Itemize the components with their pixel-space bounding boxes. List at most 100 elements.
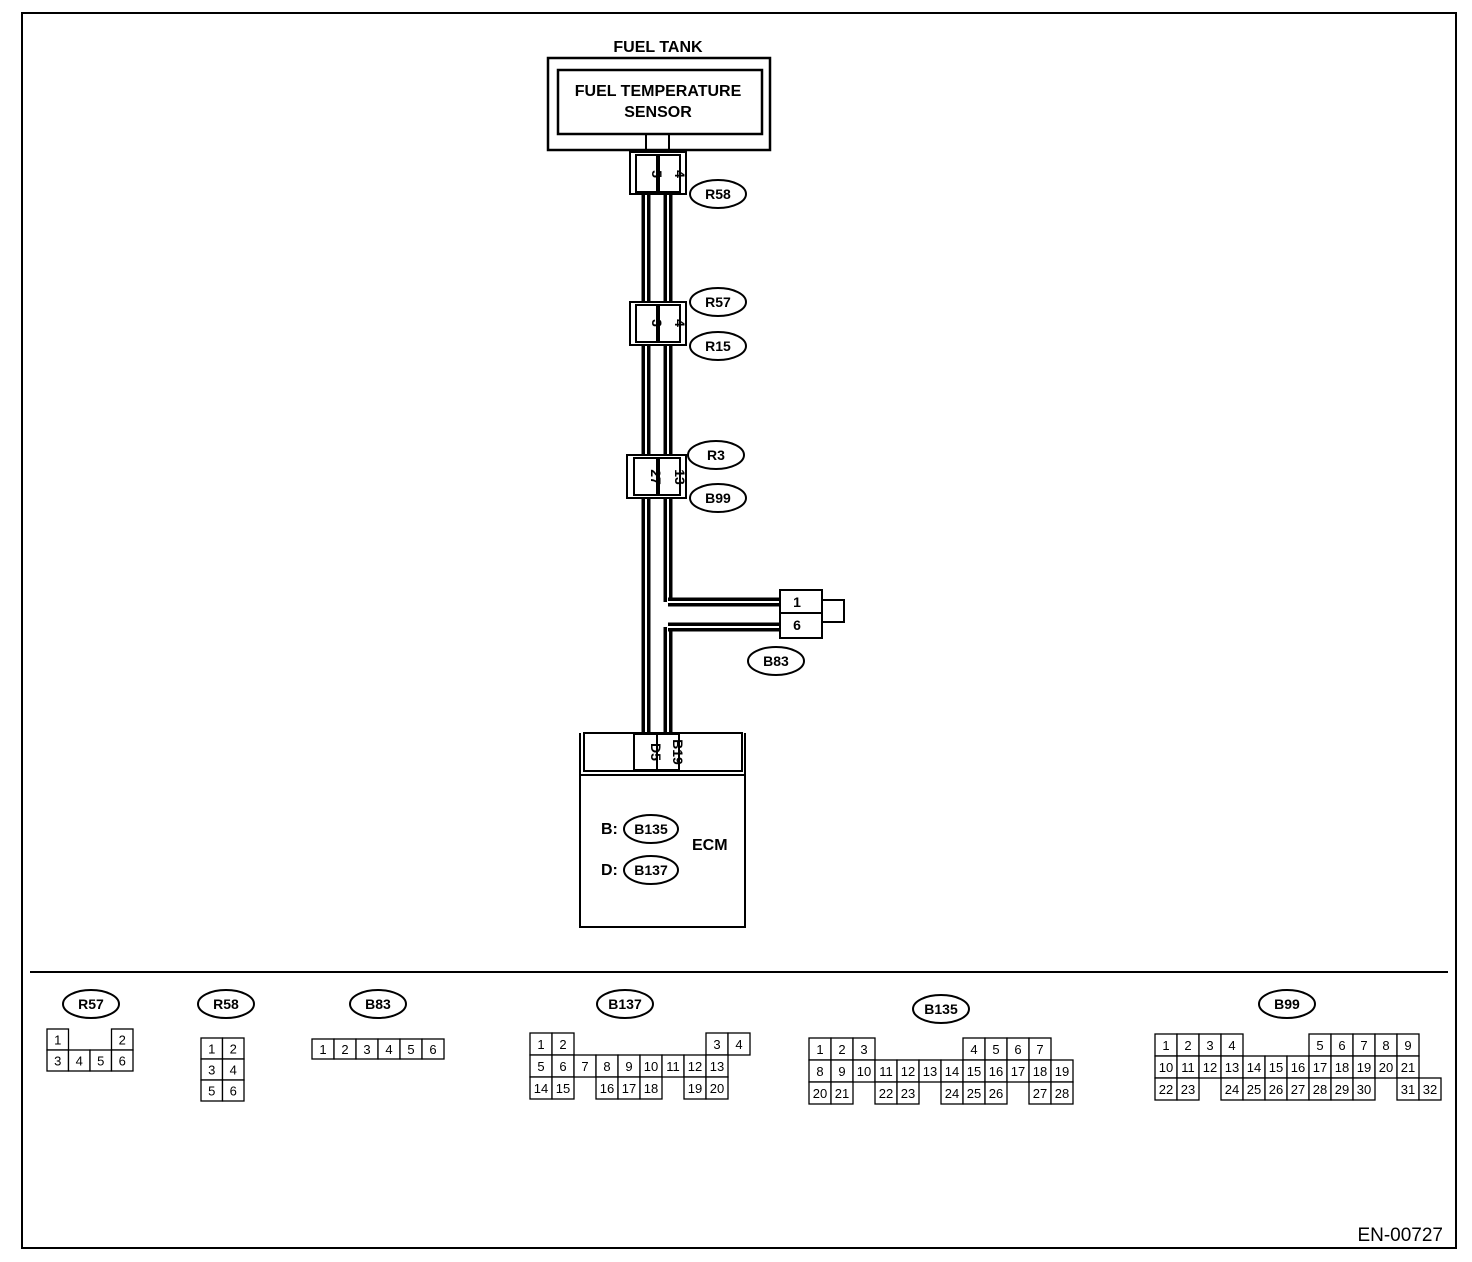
b83-pin-top: 1 [793, 594, 801, 610]
connector-pin-number: 7 [1036, 1042, 1043, 1057]
connector-pin-number: 14 [945, 1064, 959, 1079]
connector-pin-number: 11 [879, 1064, 893, 1079]
connector-pin-number: 16 [989, 1064, 1003, 1079]
connector-pin-number: 3 [54, 1054, 61, 1069]
connector-pin-number: 1 [1162, 1038, 1169, 1053]
connector-pin-number: 16 [1291, 1060, 1305, 1075]
connector-pin-number: 2 [838, 1042, 845, 1057]
connector-pin-number: 5 [407, 1042, 414, 1057]
connector-cell [1418, 1077, 1442, 1101]
connector-pin-number: 18 [644, 1081, 658, 1096]
connector-pin-number: 5 [992, 1042, 999, 1057]
connector-pin-number: 1 [816, 1042, 823, 1057]
connector-pin-number: 9 [625, 1059, 632, 1074]
connector-cell [639, 1076, 663, 1100]
connector-pin-number: 13 [710, 1059, 724, 1074]
connector-pin-number: 25 [1247, 1082, 1261, 1097]
connector-pin-number: 28 [1055, 1086, 1069, 1101]
connector-pin-number: 4 [230, 1063, 237, 1078]
connector-b83: 1 6 B83 [747, 589, 845, 676]
connector-pin-number: 22 [879, 1086, 893, 1101]
connector-pin-number: 26 [1269, 1082, 1283, 1097]
connector-cell [110, 1049, 134, 1072]
connector-pin-number: 16 [600, 1081, 614, 1096]
connector-pin-number: 1 [319, 1042, 326, 1057]
fuel-temperature-sensor-box [556, 68, 764, 136]
connector-pin-number: 17 [1313, 1060, 1327, 1075]
r58-pin-left: 5 [649, 170, 665, 178]
connector-pin-number: 5 [97, 1054, 104, 1069]
connector-pin-number: 13 [923, 1064, 937, 1079]
connector-pin-number: 5 [537, 1059, 544, 1074]
connector-pin-number: 14 [1247, 1060, 1261, 1075]
connector-r3-b99: 27 13 R3 B99 [626, 440, 747, 513]
r3-b99-pin-right: 13 [672, 469, 688, 485]
connector-pin-number: 1 [54, 1033, 61, 1048]
connector-pin-number: 3 [208, 1063, 215, 1078]
connector-pin-number: 17 [622, 1081, 636, 1096]
connector-pin-number: 3 [713, 1037, 720, 1052]
r3-b99-pin-left: 27 [648, 469, 664, 485]
ecm-unit: D5 B19 B: B135 D: B137 ECM [579, 732, 746, 928]
b99-id-bubble: B99 [705, 490, 731, 506]
connector-pin-number: 21 [835, 1086, 849, 1101]
connector-cell [705, 1076, 729, 1100]
connector-pin-number: 27 [1291, 1082, 1305, 1097]
connector-pin-number: 11 [1181, 1060, 1195, 1075]
connector-pin-number: 7 [581, 1059, 588, 1074]
connector-pin-number: 8 [1382, 1038, 1389, 1053]
connector-pin-number: 19 [1055, 1064, 1069, 1079]
connector-cell [1176, 1077, 1200, 1101]
connector-view-id: B99 [1274, 996, 1300, 1012]
connector-pin-number: 20 [710, 1081, 724, 1096]
connector-pin-number: 23 [1181, 1082, 1195, 1097]
connector-pin-number: 28 [1313, 1082, 1327, 1097]
connector-pin-number: 12 [1203, 1060, 1217, 1075]
connector-pin-number: 2 [1184, 1038, 1191, 1053]
connector-pin-number: 7 [1360, 1038, 1367, 1053]
connector-pin-number: 2 [230, 1042, 237, 1057]
connector-pin-number: 4 [76, 1054, 83, 1069]
connector-pin-number: 1 [208, 1042, 215, 1057]
connector-pin-number: 20 [813, 1086, 827, 1101]
fuel-tank-box [546, 56, 772, 152]
connector-pin-number: 32 [1423, 1082, 1437, 1097]
connector-pin-number: 24 [1225, 1082, 1239, 1097]
fuel-tank-label: FUEL TANK [613, 39, 703, 56]
connector-pin-number: 4 [385, 1042, 392, 1057]
ecm-b135-bubble: B135 [634, 821, 668, 837]
ecm-pin-d5: D5 [648, 743, 664, 761]
diagram-frame [21, 12, 1457, 1249]
ecm-pin-b19: B19 [670, 739, 686, 765]
connector-pin-number: 5 [1316, 1038, 1323, 1053]
connector-r58: 5 4 R58 [629, 151, 747, 209]
ecm-b137-bubble: B137 [634, 862, 668, 878]
connector-pin-number: 3 [363, 1042, 370, 1057]
connector-pin-number: 27 [1033, 1086, 1047, 1101]
connector-pin-number: 21 [1401, 1060, 1415, 1075]
r58-id-bubble: R58 [705, 186, 731, 202]
ecm-label: ECM [692, 837, 728, 854]
connector-pin-number: 17 [1011, 1064, 1025, 1079]
connector-pin-number: 3 [860, 1042, 867, 1057]
connector-r57-r15: 3 4 R57 R15 [629, 287, 747, 361]
connector-pin-number: 22 [1159, 1082, 1173, 1097]
connector-cell [221, 1079, 245, 1102]
connector-pin-number: 11 [666, 1059, 680, 1074]
connector-pin-number: 15 [967, 1064, 981, 1079]
connector-cell [896, 1081, 920, 1105]
ecm-row-d-prefix: D: [601, 862, 618, 879]
connector-pin-number: 26 [989, 1086, 1003, 1101]
connector-pin-number: 4 [970, 1042, 977, 1057]
connector-pin-number: 8 [603, 1059, 610, 1074]
connector-pin-number: 23 [901, 1086, 915, 1101]
connector-cell [984, 1081, 1008, 1105]
connector-pin-number: 18 [1033, 1064, 1047, 1079]
connector-pin-number: 12 [901, 1064, 915, 1079]
connector-pin-number: 25 [967, 1086, 981, 1101]
connector-cell [727, 1032, 751, 1056]
